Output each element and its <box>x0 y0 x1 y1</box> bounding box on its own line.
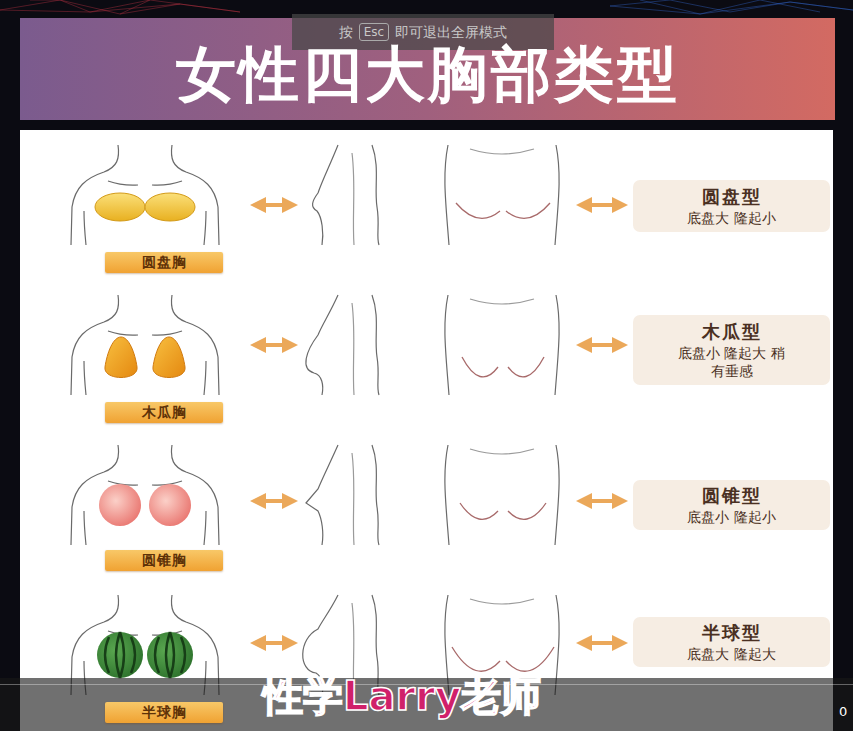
network-pattern-part <box>610 0 853 14</box>
row-illustration-part <box>71 295 219 395</box>
row-illustration-part <box>584 641 620 645</box>
row-illustration-part <box>452 647 554 671</box>
type-description: 底盘大 隆起大 <box>687 645 775 663</box>
row-illustration-part <box>445 145 559 245</box>
row-illustration-part <box>445 295 559 395</box>
notice-text: 即可退出全屏模式 <box>395 24 507 41</box>
type-description: 底盘小 隆起大 稍有垂感 <box>677 344 787 380</box>
row-illustration-part <box>462 357 544 377</box>
row-illustration-part <box>258 343 290 347</box>
row-illustration-part <box>306 295 338 395</box>
row-illustration-part <box>153 337 185 378</box>
row-illustration-part <box>258 203 290 207</box>
row-illustration-part <box>456 203 550 218</box>
type-box: 半球型底盘大 隆起大 <box>633 617 830 667</box>
type-tag: 木瓜胸 <box>105 402 223 423</box>
row-illustration-part <box>145 193 195 221</box>
row-illustration <box>71 445 620 545</box>
row-illustration-part <box>105 632 185 678</box>
row-illustration-part <box>149 484 191 526</box>
row-illustration-part <box>258 499 290 503</box>
type-name: 木瓜型 <box>702 320 762 343</box>
network-pattern <box>0 0 853 14</box>
row-illustration-part <box>584 343 620 347</box>
type-name: 半球型 <box>702 621 762 644</box>
row-illustration-part <box>105 337 137 378</box>
network-pattern-part <box>0 0 240 14</box>
type-name: 圆盘型 <box>702 185 762 208</box>
row-illustration-part <box>258 641 290 645</box>
row-illustration-part <box>352 295 379 395</box>
row-illustration-part <box>584 203 620 207</box>
row-illustration-part <box>306 445 338 545</box>
type-box: 圆盘型底盘大 隆起小 <box>633 180 830 232</box>
type-name: 圆锥胸 <box>142 552 187 569</box>
type-description: 底盘大 隆起小 <box>687 209 775 227</box>
row-illustration-part <box>352 445 379 545</box>
type-name: 半球胸 <box>142 704 187 721</box>
type-name: 圆盘胸 <box>142 254 187 271</box>
row-illustration-part <box>313 145 338 245</box>
key-cap: Esc <box>359 23 389 41</box>
type-box: 圆锥型底盘小 隆起小 <box>633 480 830 530</box>
type-box: 木瓜型底盘小 隆起大 稍有垂感 <box>633 315 830 385</box>
row-illustration-part <box>71 445 219 545</box>
title: 女性四大胸部类型 <box>20 44 835 104</box>
row-illustration-part <box>460 503 546 519</box>
type-name: 木瓜胸 <box>142 404 187 421</box>
row-illustration-part <box>352 145 379 245</box>
row-illustration-part <box>71 145 219 245</box>
type-description: 底盘小 隆起小 <box>687 508 775 526</box>
watermark: 性学Larry老师 <box>263 672 541 720</box>
type-tag: 半球胸 <box>105 702 223 723</box>
panel <box>20 130 833 731</box>
type-name: 圆锥型 <box>702 484 762 507</box>
type-tag: 圆盘胸 <box>105 252 223 273</box>
row-illustration-part <box>95 193 145 221</box>
row-illustration <box>71 145 620 245</box>
row-illustration-part <box>584 499 620 503</box>
notice-text: 按 <box>339 24 353 41</box>
time-digit: 0 <box>839 704 847 720</box>
type-tag: 圆锥胸 <box>105 550 223 571</box>
row-illustration-part <box>99 484 141 526</box>
row-illustration-part <box>445 445 559 545</box>
row-illustration <box>71 295 620 395</box>
